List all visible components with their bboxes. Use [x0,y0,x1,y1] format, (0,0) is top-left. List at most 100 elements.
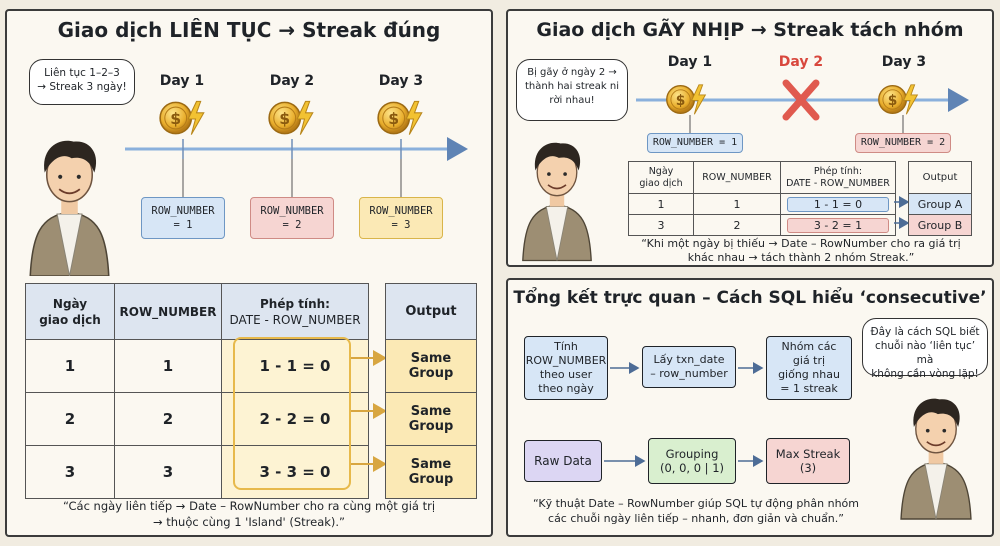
left-bubble-line-2: → Streak 3 ngày! [37,81,127,93]
calc-value: 3 - 2 = 1 [787,217,889,233]
rt-quote-line1: “Khi một ngày bị thiếu → Date – RowNumbe… [641,237,961,250]
cell-output: Same Group [385,445,477,499]
cell-calc: 3 - 2 = 1 [780,214,896,236]
red-cross-icon [782,79,820,121]
header-rn: ROW_NUMBER [693,161,781,194]
grouping-box: Grouping (0, 0, 0 | 1) [648,438,736,484]
rt-bubble-line1: Bị gãy ở ngày 2 → [527,67,617,78]
rn-value: = 3 [391,219,411,231]
coin-lightning-icon [266,97,318,139]
table-row: Group B [908,214,972,236]
step2-line2: – row_number [650,367,728,380]
step-subtract-box: Lấy txn_date – row_number [642,346,736,388]
rn-value: = 2 [282,219,302,231]
left-quote: “Các ngày liên tiếp → Date – RowNumber c… [17,498,481,530]
table-row: Group A [908,193,972,215]
left-output-table: Output Same Group Same Group Same Group [385,283,477,499]
rb-bubble-line3: không cần vòng lặp! [871,368,979,380]
rb-flow-arrows [604,362,764,467]
rt-day-1-label: Day 1 [667,54,713,70]
rt-quote: “Khi một ngày bị thiếu → Date – RowNumbe… [618,237,984,265]
step-row-number-box: Tính ROW_NUMBER theo user theo ngày [524,336,608,400]
rb-speech-bubble: Đây là cách SQL biết chuỗi nào ‘liên tục… [862,318,988,380]
header-calc: Phép tính: DATE - ROW_NUMBER [780,161,896,194]
table-header-row: Output [385,283,477,340]
cell-output: Group B [908,214,972,236]
table-row: Same Group [385,339,477,393]
cell-calc: 1 - 1 = 0 [780,193,896,215]
step1-line3: theo user [539,368,593,381]
coin-lightning-icon [375,97,427,139]
cell-output: Group A [908,193,972,215]
table-row: Same Group [385,392,477,446]
table-row: Same Group [385,445,477,499]
cell-date: 3 [25,445,115,499]
rt-day-2-label: Day 2 [778,54,824,70]
left-day-2-label: Day 2 [269,73,315,89]
header-date: Ngày giao dịch [628,161,694,194]
right-bottom-panel-summary: Tổng kết trực quan – Cách SQL hiểu ‘cons… [506,278,994,537]
rt-header-calc-line2: DATE - ROW_NUMBER [786,177,890,189]
header-calc-line2: DATE - ROW_NUMBER [229,312,361,327]
grouping-line2: (0, 0, 0 | 1) [659,461,725,475]
max-line2: (3) [799,461,817,475]
cell-rn: 2 [693,214,781,236]
calc-highlight [233,337,351,490]
rt-bubble-line3: rời nhau! [549,95,595,106]
left-panel-title: Giao dịch LIÊN TỤC → Streak đúng [57,18,441,42]
rb-title: Tổng kết trực quan – Cách SQL hiểu ‘cons… [513,288,987,308]
rt-calc-table: Ngày giao dịch ROW_NUMBER Phép tính: DAT… [628,161,896,236]
max-line1: Max Streak [775,447,841,461]
rt-bubble-line2: thành hai streak ni [524,81,620,92]
left-row-number-3: ROW_NUMBER = 3 [359,197,443,239]
left-timeline [125,137,468,204]
left-day-1-label: Day 1 [159,73,205,89]
left-quote-line1: “Các ngày liên tiếp → Date – RowNumber c… [62,499,436,513]
rb-quote-line2: các chuỗi ngày liên tiếp – nhanh, đơn gi… [548,512,844,525]
cell-output: Same Group [385,392,477,446]
header-date: Ngày giao dịch [25,283,115,340]
coin-lightning-icon [664,81,710,118]
rt-day-3-label: Day 3 [881,54,927,70]
rn-value: = 1 [173,219,193,231]
left-bubble-line-1: Liên tục 1–2–3 [44,67,120,79]
rn-label: ROW_NUMBER [151,205,215,217]
left-quote-line2: → thuộc cùng 1 'Island' (Streak).” [152,515,346,529]
rn-label: ROW_NUMBER [260,205,324,217]
table-header-row: Ngày giao dịch ROW_NUMBER Phép tính: DAT… [25,283,369,340]
rb-bubble-line2: chuỗi nào ‘liên tục’ mà [874,340,976,366]
rt-row-number-2: ROW_NUMBER = 2 [855,133,951,153]
step-group-box: Nhóm các giá trị giống nhau = 1 streak [766,336,852,400]
step2-line1: Lấy txn_date [653,353,725,366]
cell-rn: 1 [114,339,222,393]
cell-output: Same Group [385,339,477,393]
calc-value: 3 - 3 = 0 [259,463,331,481]
rt-output-arrows [894,196,910,229]
cell-date: 1 [25,339,115,393]
calc-value: 2 - 2 = 0 [259,410,331,428]
header-output: Output [908,161,972,194]
step1-line2: ROW_NUMBER [525,354,607,367]
header-output: Output [385,283,477,340]
step3-line1: Nhóm các [781,340,837,353]
cell-rn: 2 [114,392,222,446]
left-speech-bubble: Liên tục 1–2–3 → Streak 3 ngày! [29,59,135,105]
rt-header-date-line2: giao dịch [639,177,683,189]
rt-row-number-1: ROW_NUMBER = 1 [647,133,743,153]
right-top-speech-bubble: Bị gãy ở ngày 2 → thành hai streak ni rờ… [516,59,628,121]
rb-bubble-line1: Đây là cách SQL biết [870,326,980,338]
header-rn: ROW_NUMBER [114,283,222,340]
cell-rn: 1 [693,193,781,215]
table-row: 3 2 3 - 2 = 1 [628,214,896,236]
left-panel-consecutive: Giao dịch LIÊN TỤC → Streak đúng Liên tụ… [5,9,493,537]
header-calc-line1: Phép tính: [260,296,330,311]
step3-line3: giống nhau [778,368,840,381]
left-row-number-1: ROW_NUMBER = 1 [141,197,225,239]
rt-header-date-line1: Ngày [648,165,674,177]
coin-lightning-icon [157,97,209,139]
table-row: 1 1 1 - 1 = 0 [628,193,896,215]
grouping-line1: Grouping [665,447,719,461]
rb-quote-line1: “Kỹ thuật Date – RowNumber giúp SQL tự đ… [533,497,859,510]
rt-output-table: Output Group A Group B [908,161,972,236]
raw-data-box: Raw Data [524,440,602,482]
